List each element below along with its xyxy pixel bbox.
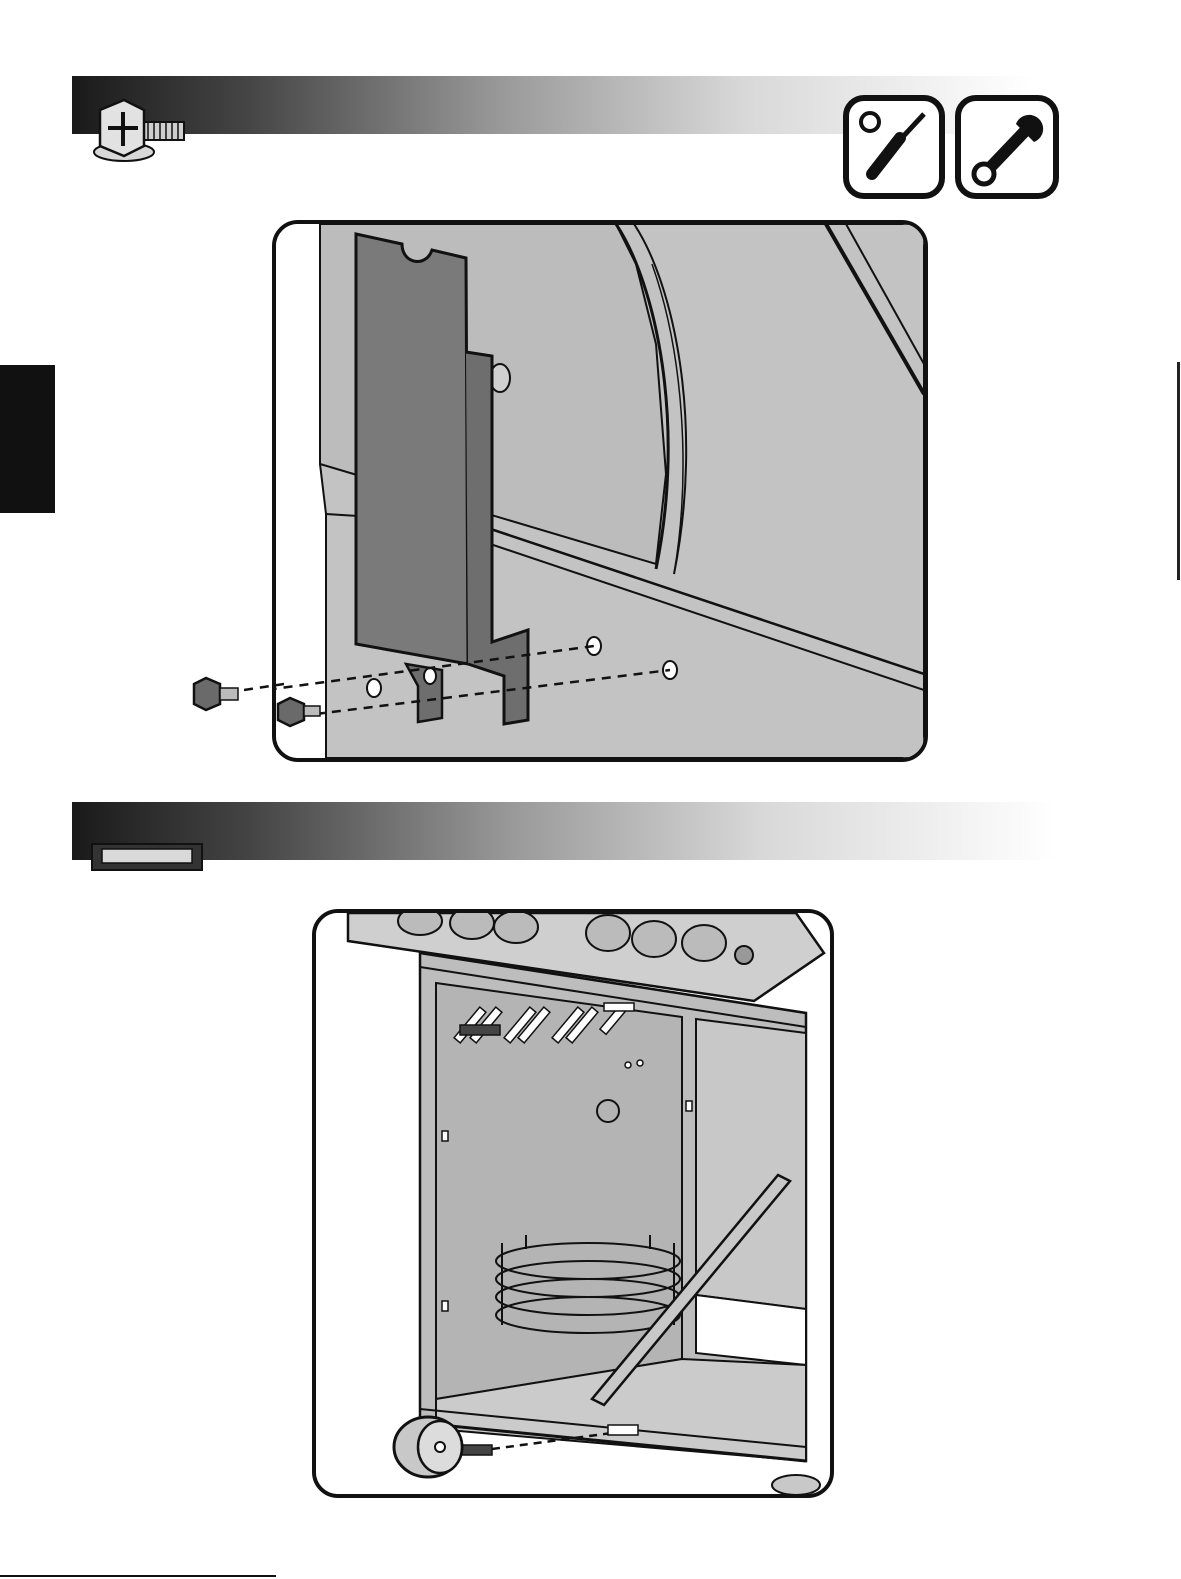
page-edge-mark bbox=[1177, 362, 1180, 580]
required-tools bbox=[842, 94, 1064, 202]
cart-cabinet-magnet-illustration bbox=[316, 913, 830, 1494]
illustration-panel-a bbox=[272, 220, 928, 762]
footer-rule bbox=[0, 1575, 276, 1577]
heat-shield-bracket-bolt-illustration bbox=[276, 224, 924, 758]
wrench-icon bbox=[954, 94, 1060, 200]
magnet-clip-icon bbox=[88, 838, 206, 876]
illustration-panel-b bbox=[312, 909, 834, 1498]
caster-wheel bbox=[394, 1417, 462, 1477]
step-banner-b bbox=[72, 802, 1056, 860]
section-tab bbox=[0, 365, 55, 513]
bolt-leader-line bbox=[244, 640, 284, 700]
bolt-1 bbox=[192, 676, 244, 714]
hex-bolt-icon bbox=[86, 96, 190, 164]
screwdriver-icon bbox=[842, 94, 946, 200]
